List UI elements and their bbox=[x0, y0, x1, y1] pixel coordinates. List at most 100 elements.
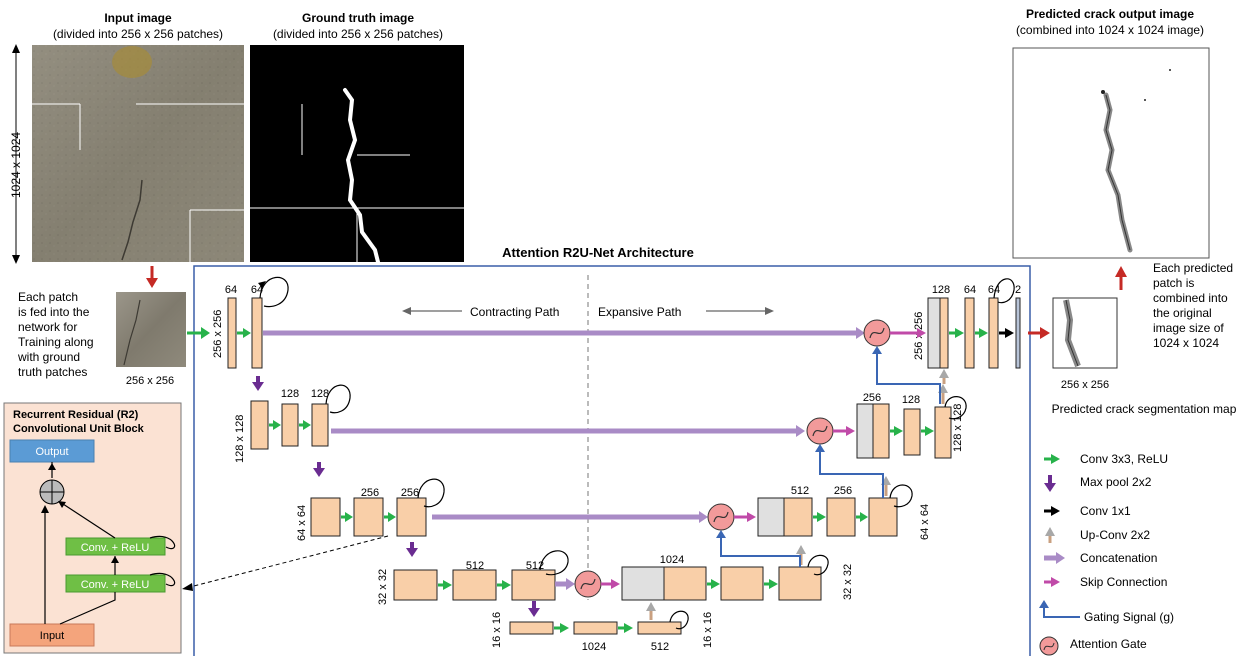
dec3-grey-block bbox=[758, 498, 784, 536]
enc3-block-2 bbox=[354, 498, 383, 536]
predicted-patch-label: 256 x 256 bbox=[1061, 379, 1109, 391]
enc1-block-2 bbox=[252, 298, 262, 368]
input-image bbox=[32, 45, 244, 262]
dec3-c2-label: 256 bbox=[834, 485, 852, 497]
enc1-block-1 bbox=[228, 298, 236, 368]
conv-arrow bbox=[813, 512, 826, 522]
enc2-size-label: 128 x 128 bbox=[234, 415, 246, 463]
dec1-block-3 bbox=[989, 298, 998, 368]
legend-item-concat: Concatenation bbox=[1044, 551, 1157, 565]
expansive-path-arrow bbox=[706, 307, 774, 315]
right-note-line: combined into bbox=[1153, 291, 1228, 305]
conv-arrow bbox=[299, 420, 311, 430]
dec3-block-1 bbox=[784, 498, 812, 536]
skip-arrow bbox=[833, 426, 855, 436]
enc1-c1-label: 64 bbox=[225, 284, 237, 296]
conv-arrow bbox=[554, 623, 569, 633]
legend-skip-label: Skip Connection bbox=[1080, 575, 1167, 589]
left-note-line: network for bbox=[18, 320, 77, 334]
skip-arrow bbox=[734, 512, 756, 522]
legend-item-maxpool: Max pool 2x2 bbox=[1044, 475, 1152, 492]
enc4-block-1 bbox=[394, 570, 437, 600]
maxpool-arrow bbox=[313, 462, 325, 477]
legend: Conv 3x3, ReLU Max pool 2x2 Conv 1x1 Up-… bbox=[1039, 452, 1174, 655]
output-arrow bbox=[1028, 327, 1050, 339]
combine-arrow bbox=[1115, 266, 1127, 290]
dec1-c1-label: 128 bbox=[932, 284, 950, 296]
bottleneck-c2-label: 512 bbox=[651, 641, 669, 653]
left-note-line: truth patches bbox=[18, 365, 87, 379]
legend-conv-label: Conv 3x3, ReLU bbox=[1080, 452, 1168, 466]
enc4-size-label: 32 x 32 bbox=[377, 569, 389, 605]
conv-arrow bbox=[497, 580, 511, 590]
legend-conv1x1-label: Conv 1x1 bbox=[1080, 504, 1131, 518]
conv-arrow bbox=[764, 579, 778, 589]
right-note-line: image size of bbox=[1153, 321, 1224, 335]
contracting-path-arrow bbox=[402, 307, 462, 315]
patch-size-label: 256 x 256 bbox=[126, 375, 174, 387]
contracting-path-label: Contracting Path bbox=[470, 305, 559, 319]
right-note: Each predicted patch is combined into th… bbox=[1153, 261, 1233, 350]
skip-arrow bbox=[601, 579, 620, 589]
dec1-c2-label: 64 bbox=[964, 284, 976, 296]
ground-truth-image bbox=[250, 45, 464, 262]
conv-arrow bbox=[384, 512, 396, 522]
left-note: Each patch is fed into the network for T… bbox=[17, 290, 94, 379]
dec4-block-1 bbox=[664, 567, 706, 600]
legend-upconv-label: Up-Conv 2x2 bbox=[1080, 528, 1150, 542]
dec3-size-label: 64 x 64 bbox=[919, 504, 931, 540]
conv-arrow bbox=[269, 420, 281, 430]
r2-title-2: Convolutional Unit Block bbox=[13, 423, 145, 435]
legend-item-conv: Conv 3x3, ReLU bbox=[1044, 452, 1168, 466]
r2-title-1: Recurrent Residual (R2) bbox=[13, 409, 139, 421]
enc2-block-2 bbox=[282, 404, 298, 446]
dec2-block-1 bbox=[873, 404, 889, 458]
enc3-size-label: 64 x 64 bbox=[296, 505, 308, 541]
bottleneck-size-label: 16 x 16 bbox=[491, 612, 503, 648]
right-note-line: patch is bbox=[1153, 276, 1194, 290]
conv-arrow bbox=[949, 328, 964, 338]
r2-output-label: Output bbox=[35, 446, 68, 458]
conv-arrow bbox=[341, 512, 353, 522]
dec4-c1-label: 1024 bbox=[660, 554, 684, 566]
enc3-block-1 bbox=[311, 498, 340, 536]
input-image-subtitle: (divided into 256 x 256 patches) bbox=[53, 27, 223, 41]
conv-arrow bbox=[975, 328, 988, 338]
dec1-block-2 bbox=[965, 298, 974, 368]
r2-block-pointer bbox=[190, 536, 388, 587]
predicted-patch bbox=[1053, 298, 1117, 368]
gating-signal bbox=[721, 533, 800, 567]
r2-conv-label-2: Conv. + ReLU bbox=[81, 579, 150, 591]
right-note-line: the original bbox=[1153, 306, 1212, 320]
enc1-size-label: 256 x 256 bbox=[212, 310, 224, 358]
dec1-output-block bbox=[1016, 298, 1020, 368]
bottleneck-block-3 bbox=[638, 622, 681, 634]
predicted-map-label: Predicted crack segmentation map bbox=[1052, 402, 1237, 416]
legend-item-conv1x1: Conv 1x1 bbox=[1044, 504, 1131, 518]
legend-item-attention: Attention Gate bbox=[1040, 637, 1147, 655]
enc3-block-3 bbox=[397, 498, 426, 536]
dec2-block-3 bbox=[935, 407, 951, 458]
dec4-size-label: 32 x 32 bbox=[842, 564, 854, 600]
legend-item-upconv: Up-Conv 2x2 bbox=[1045, 527, 1150, 543]
bottleneck-size-label-2: 16 x 16 bbox=[702, 612, 714, 648]
dec2-c2-label: 128 bbox=[902, 394, 920, 406]
dec4-block-3 bbox=[779, 567, 821, 600]
r2-conv-label-1: Conv. + ReLU bbox=[81, 542, 150, 554]
enc4-block-2 bbox=[453, 570, 496, 600]
expansive-path-label: Expansive Path bbox=[598, 305, 681, 319]
maxpool-arrow bbox=[252, 376, 264, 391]
enc3-c2-label: 256 bbox=[401, 487, 419, 499]
right-note-line: Each predicted bbox=[1153, 261, 1233, 275]
conv-arrow bbox=[618, 623, 633, 633]
ground-truth-title: Ground truth image bbox=[302, 11, 414, 25]
predicted-output-image bbox=[1013, 48, 1209, 258]
legend-item-skip: Skip Connection bbox=[1044, 575, 1167, 589]
legend-gating-label: Gating Signal (g) bbox=[1084, 610, 1174, 624]
conv-arrow bbox=[237, 328, 251, 338]
conv-arrow bbox=[921, 426, 934, 436]
output-image-title: Predicted crack output image bbox=[1026, 7, 1194, 21]
bottleneck-c1-label: 1024 bbox=[582, 641, 606, 653]
conv-arrow bbox=[856, 512, 868, 522]
